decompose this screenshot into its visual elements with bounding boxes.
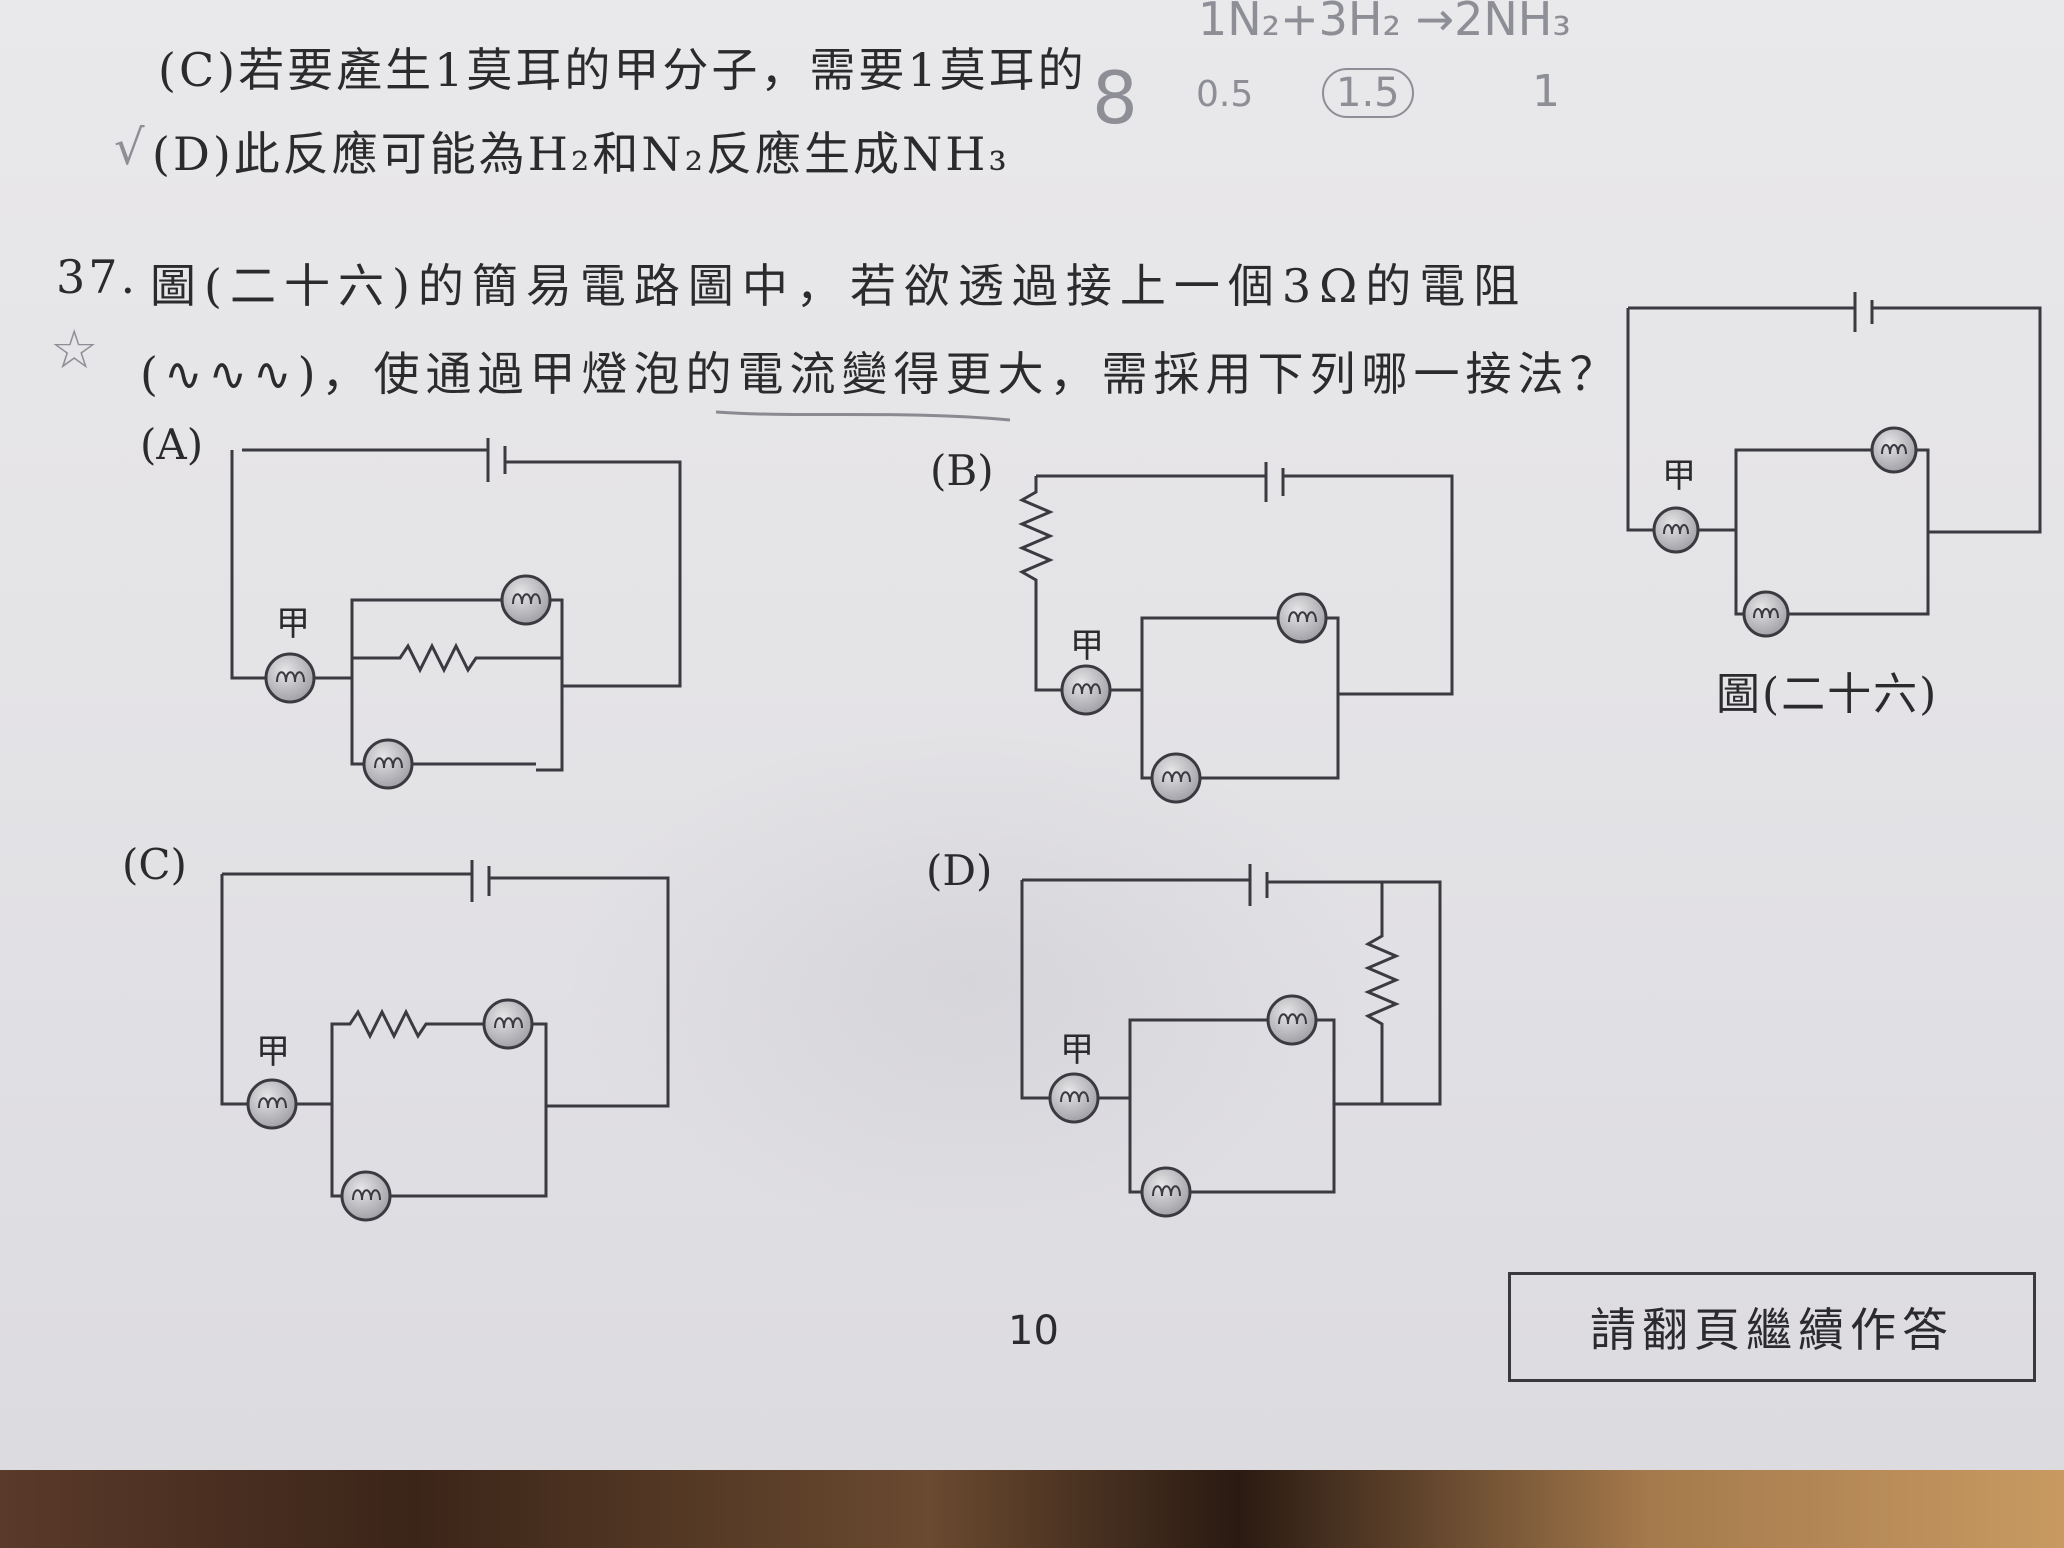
- bulb-c-bottom: [340, 1170, 392, 1222]
- bulb-d-top: [1266, 994, 1318, 1046]
- handwritten-underline: [715, 410, 1011, 422]
- bulb-c-jia: [246, 1078, 298, 1130]
- underline-svg: [715, 410, 1011, 422]
- bulb-b-jia: [1060, 664, 1112, 716]
- bulb-d-bottom: [1140, 1166, 1192, 1218]
- figure-caption: 圖(二十六): [1716, 669, 1939, 720]
- option-b-label: (B): [930, 446, 994, 495]
- bulb-fig-jia: [1652, 506, 1700, 554]
- background-surface: [0, 1470, 2064, 1548]
- question-line-2: (∿∿∿)，使通過甲燈泡的電流變得更大，需採用下列哪一接法？: [140, 347, 1622, 401]
- question-number: 37.: [56, 250, 139, 304]
- bulb-b-bottom: [1150, 752, 1202, 804]
- exam-page: (C)若要產生1莫耳的甲分子，需要1莫耳的 √ (D)此反應可能為H₂和N₂反應…: [0, 0, 2064, 1470]
- check-mark: √: [114, 120, 145, 176]
- handwritten-1: 1: [1532, 66, 1560, 117]
- bulb-fig-bottom: [1742, 590, 1790, 638]
- handwritten-0-5: 0.5: [1196, 74, 1254, 115]
- option-a-label: (A): [140, 420, 204, 469]
- footer-box: 請翻頁繼續作答: [1508, 1272, 2036, 1382]
- option-c-circuit: [220, 860, 670, 1198]
- circuits-svg: [220, 292, 2042, 1222]
- option-d-circuit: [1020, 864, 1442, 1194]
- handwritten-8: 8: [1092, 56, 1138, 140]
- bulb-label-d: 甲: [1060, 1030, 1094, 1070]
- bulb-label-b: 甲: [1070, 626, 1104, 666]
- bulb-fig-top: [1870, 426, 1918, 474]
- shadow: [560, 720, 1380, 1240]
- prev-option-c: (C)若要產生1莫耳的甲分子，需要1莫耳的: [158, 43, 1087, 97]
- bulb-a-jia: [264, 652, 316, 704]
- bulb-label-a: 甲: [276, 604, 310, 644]
- prev-option-d: (D)此反應可能為H₂和N₂反應生成NH₃: [152, 127, 1010, 181]
- option-b-circuit: [1018, 462, 1454, 780]
- handwritten-1-5: 1.5: [1322, 68, 1414, 118]
- page-number: 10: [1008, 1308, 1059, 1354]
- bulb-label-c: 甲: [256, 1032, 290, 1072]
- option-c-label: (C): [122, 840, 187, 889]
- bulb-d-jia: [1048, 1072, 1100, 1124]
- figure-26-circuit: [1626, 292, 2042, 616]
- handwritten-equation: 1N₂+3H₂ →2NH₃: [1198, 0, 1571, 46]
- bulb-b-top: [1276, 592, 1328, 644]
- option-d-label: (D): [926, 846, 993, 895]
- bulb-c-top: [482, 998, 534, 1050]
- question-line-1: 圖(二十六)的簡易電路圖中，若欲透過接上一個3Ω的電阻: [150, 259, 1528, 313]
- bulb-a-top: [500, 574, 552, 626]
- option-a-circuit: [230, 438, 682, 772]
- bulb-label-fig: 甲: [1662, 456, 1696, 496]
- bulb-a-bottom: [362, 738, 414, 790]
- handwritten-star: ☆: [50, 318, 99, 381]
